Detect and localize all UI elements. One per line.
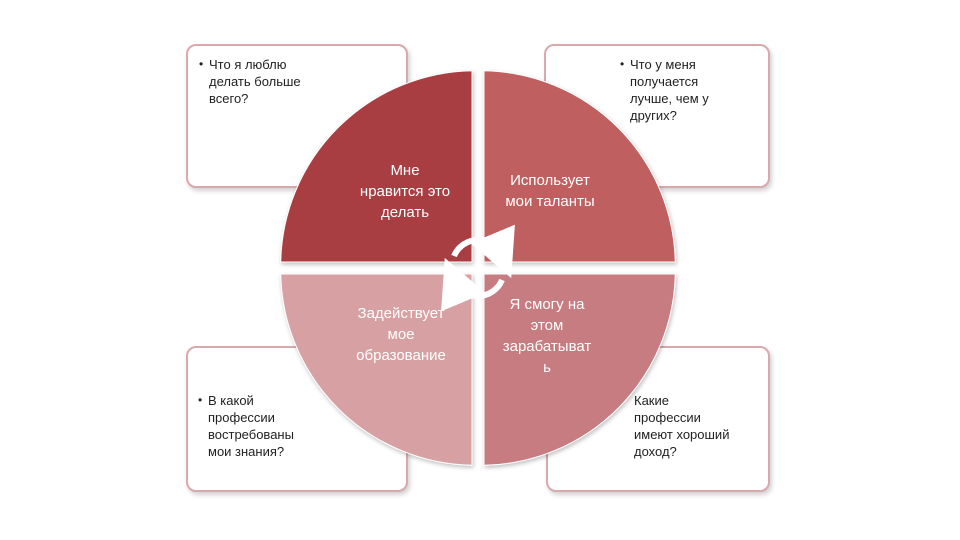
circular-arrows-icon [441,224,515,312]
callout-top-left-text: Что я люблю делать больше всего? [209,57,301,106]
bullet-icon: • [198,393,203,407]
quadrant-top-right-label: Использует мои таланты [505,172,595,210]
quadrant-bottom-left-label: Задействует мое образование [356,305,446,364]
quadrant-bottom-right-label: Я смогу на этом зарабатыват ь [502,296,592,376]
quadrant-bottom-left [280,273,473,466]
callout-bottom-right-text: Какие профессии имеют хороший доход? [634,393,730,459]
quadrant-bottom-right [483,273,676,466]
quadrant-top-right [483,70,676,263]
quadrant-top-left-label: Мне нравится это делать [359,162,451,221]
callout-top-right-text: Что у меня получается лучше, чем у други… [630,57,709,123]
quadrant-top-left [280,70,473,263]
callout-bottom-left-text: В какой профессии востребованы мои знани… [208,393,294,459]
bullet-icon: • [199,57,204,71]
bullet-icon: • [620,57,625,71]
